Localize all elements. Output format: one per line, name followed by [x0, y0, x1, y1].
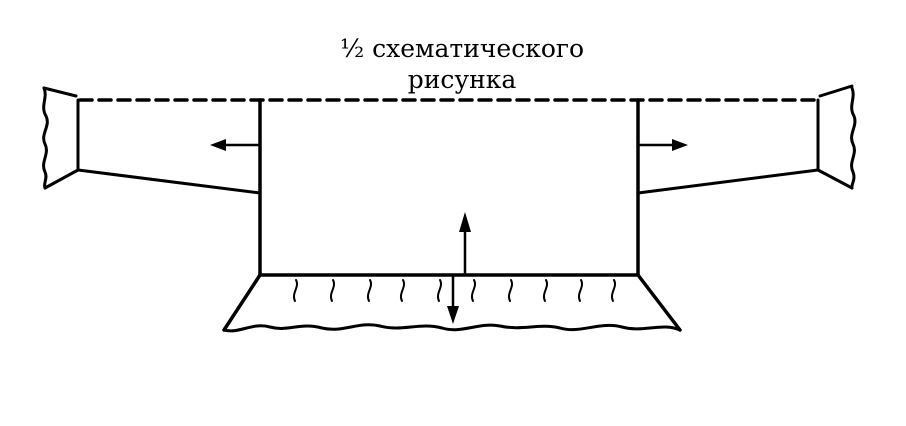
left-wall-break	[42, 86, 80, 190]
right-arrow-icon	[638, 139, 688, 151]
central-box	[258, 98, 640, 277]
caption-line-1: ½ схематического	[340, 34, 584, 63]
left-arrow-icon	[210, 139, 260, 151]
caption-line-2: рисунка	[408, 65, 517, 94]
right-wall-break	[816, 84, 857, 190]
up-arrow-icon	[459, 212, 471, 276]
right-slant-line	[636, 168, 820, 195]
left-slant-line	[76, 168, 262, 195]
foundation-hatching	[293, 279, 616, 302]
down-arrow-icon	[447, 275, 459, 324]
foundation-base	[222, 273, 682, 333]
